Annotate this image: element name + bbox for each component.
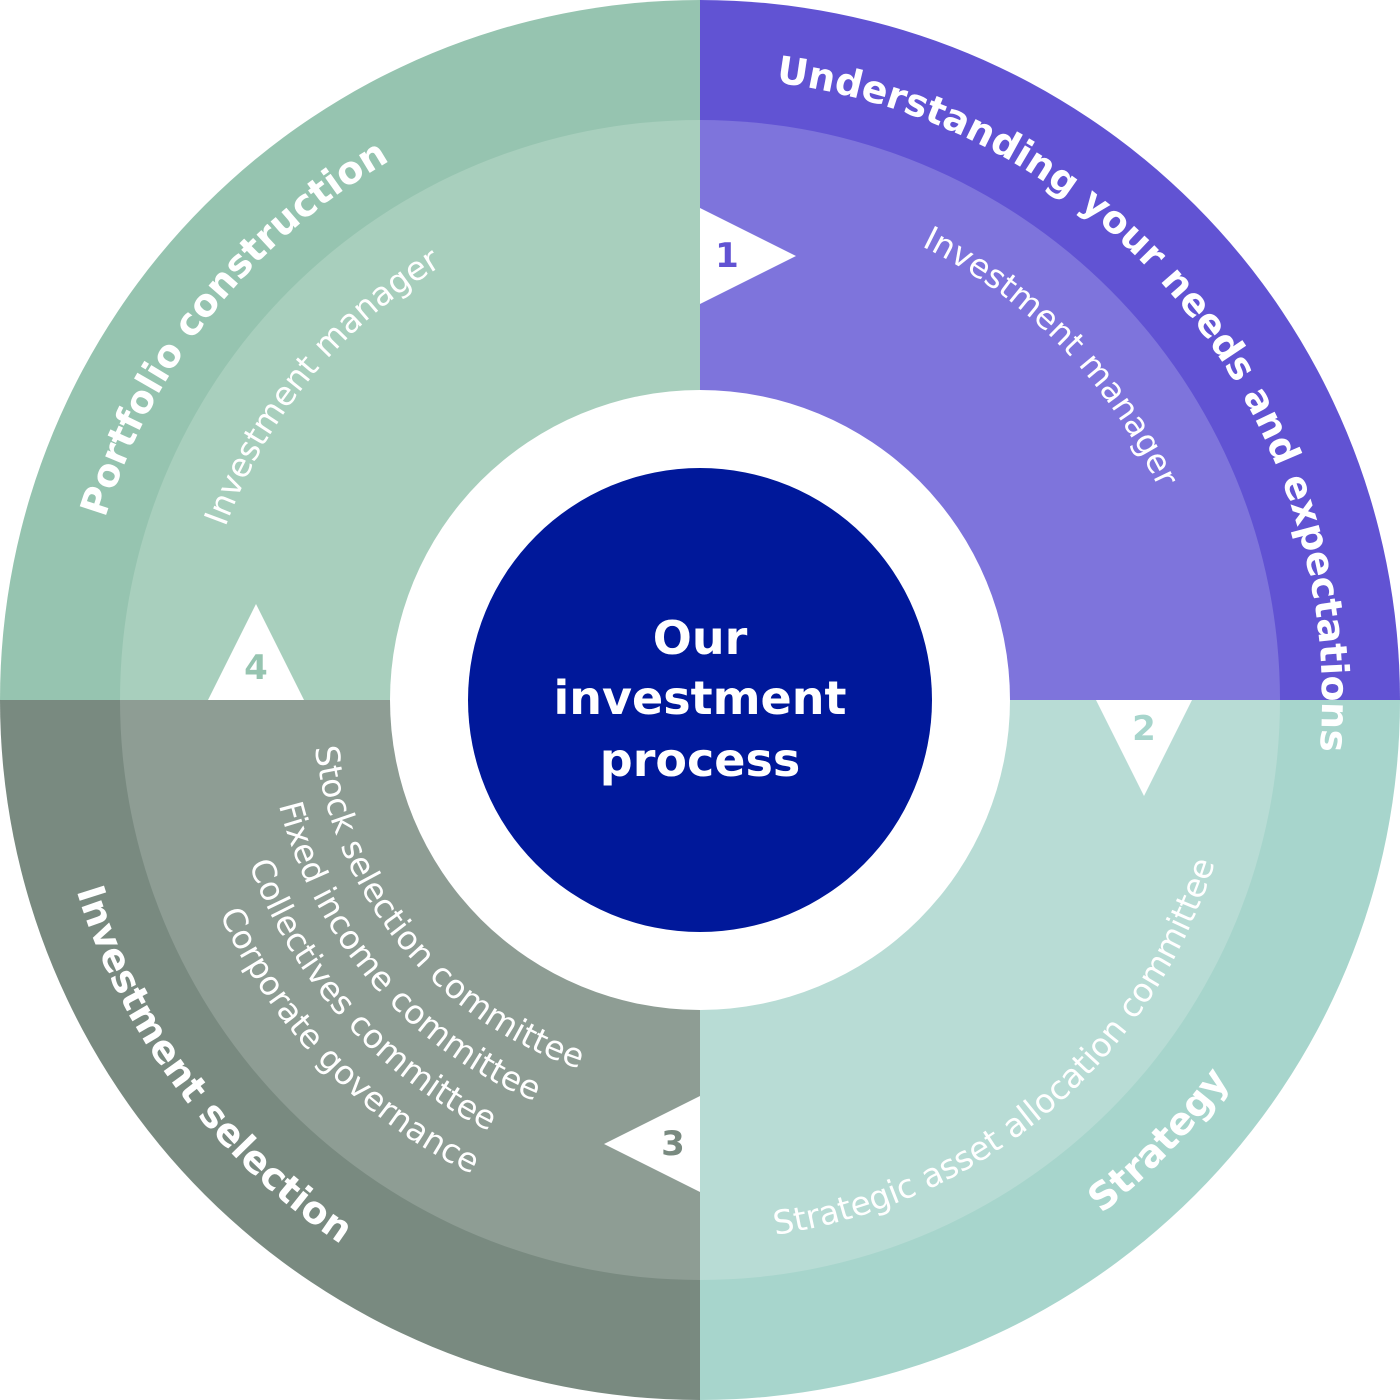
step-3-marker: 3 <box>604 1096 700 1192</box>
arrow-triangle-icon <box>208 604 304 700</box>
center-circle <box>468 468 932 932</box>
center-title-line-3: process <box>600 733 800 787</box>
step-2-marker: 2 <box>1096 700 1192 796</box>
step-number: 1 <box>715 236 739 276</box>
arrow-triangle-icon <box>604 1096 700 1192</box>
step-4-marker: 4 <box>208 604 304 700</box>
center-title-line-1: Our <box>653 611 748 665</box>
center-title-line-2: investment <box>554 671 847 725</box>
arrow-triangle-icon <box>1096 700 1192 796</box>
step-number: 3 <box>661 1124 685 1164</box>
step-number: 2 <box>1132 709 1156 749</box>
step-number: 4 <box>244 648 268 688</box>
arrow-triangle-icon <box>700 208 796 304</box>
step-1-marker: 1 <box>700 208 796 304</box>
